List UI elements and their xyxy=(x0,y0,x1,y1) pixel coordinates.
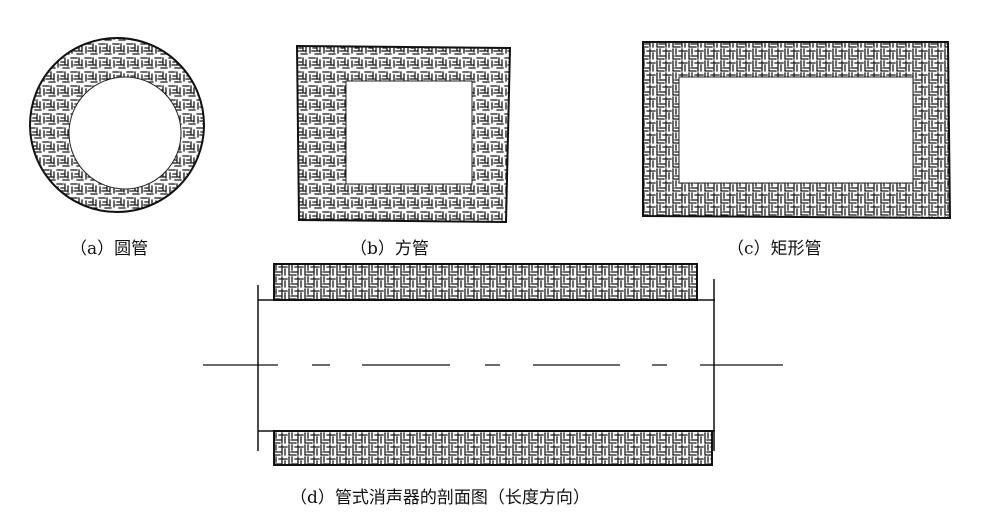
muffler-longitudinal-section xyxy=(203,263,783,466)
rectangular-pipe-section xyxy=(642,41,952,220)
caption-rectangular-pipe: （c）矩形管 xyxy=(727,239,822,259)
caption-longitudinal-section: （d）管式消声器的剖面图（长度方向） xyxy=(290,488,590,508)
caption-round-pipe: （a）圆管 xyxy=(70,239,149,259)
round-pipe-section xyxy=(29,37,205,213)
square-pipe-section xyxy=(295,44,512,224)
caption-square-pipe: （b）方管 xyxy=(350,239,429,259)
